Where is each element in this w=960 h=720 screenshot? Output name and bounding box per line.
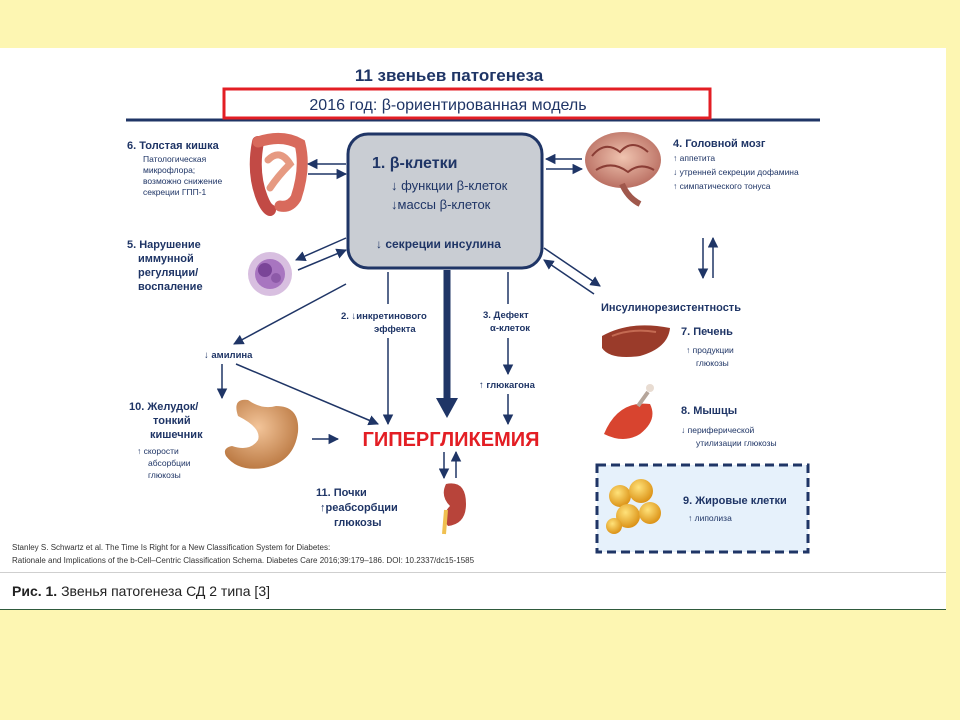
immune-line1: 5. Нарушение: [127, 239, 201, 251]
incretin-line2: эффекта: [374, 324, 416, 335]
immune-line4: воспаление: [138, 281, 203, 293]
hyperglycemia-label: ГИПЕРГЛИКЕМИЯ: [363, 429, 540, 451]
beta-cells-line3: ↓ секреции инсулина: [376, 237, 501, 251]
diagram-subtitle: 2016 год: β-ориентированная модель: [309, 97, 586, 114]
stomach-icon: [224, 399, 299, 469]
brain-line3: ↑ симпатического тонуса: [673, 181, 771, 191]
fat-cells-icon: [606, 479, 661, 534]
liver-line1: ↑ продукции: [686, 345, 734, 355]
muscle-line2: утилизации глюкозы: [696, 438, 777, 448]
immune-line3: регуляции/: [138, 267, 198, 279]
kidney-line1: 11. Почки: [316, 487, 367, 499]
stomach-detail2: абсорбции: [148, 458, 191, 468]
caption-text: Звенья патогенеза СД 2 типа [3]: [57, 583, 270, 599]
beta-cells-box: [346, 132, 544, 270]
muscle-icon: [604, 384, 654, 439]
fat-heading: 9. Жировые клетки: [683, 495, 787, 507]
kidney-line2: ↑реабсорбции: [320, 502, 398, 514]
liver-line2: глюкозы: [696, 358, 729, 368]
muscle-heading: 8. Мышцы: [681, 405, 737, 417]
amylin-label: ↓ амилина: [204, 350, 253, 361]
brain-line1: ↑ аппетита: [673, 153, 715, 163]
citation-line1: Stanley S. Schwartz et al. The Time Is R…: [12, 543, 330, 552]
insulin-resistance-label: Инсулинорезистентность: [601, 302, 741, 314]
kidney-line3: глюкозы: [334, 517, 382, 529]
colon-line1: Патологическая: [143, 154, 207, 164]
subtitle-frame: [222, 87, 712, 120]
figure-caption: Рис. 1. Звенья патогенеза СД 2 типа [3]: [12, 583, 270, 599]
stomach-line3: кишечник: [150, 429, 203, 441]
alpha-line1: 3. Дефект: [483, 310, 529, 321]
alpha-line2: α-клеток: [490, 323, 530, 334]
colon-heading: 6. Толстая кишка: [127, 140, 220, 152]
brain-line2: ↓ утренней секреции дофамина: [673, 167, 799, 177]
muscle-line1: ↓ периферической: [681, 425, 755, 435]
glucagon-label: ↑ глюкагона: [479, 380, 536, 391]
incretin-line1: 2. ↓инкретинового: [341, 311, 427, 322]
beta-cells-heading: 1. β-клетки: [372, 155, 457, 172]
main-down-arrowhead: [436, 398, 458, 418]
kidney-icon: [442, 483, 466, 535]
stomach-detail3: глюкозы: [148, 470, 181, 480]
diagram-canvas: 11 звеньев патогенеза 2016 год: β-ориент…: [12, 66, 820, 565]
colon-line3: возможно снижение: [143, 176, 222, 186]
brain-heading: 4. Головной мозг: [673, 138, 766, 150]
colon-line2: микрофлора;: [143, 165, 195, 175]
liver-heading: 7. Печень: [681, 326, 733, 338]
diagram-title: 11 звеньев патогенеза: [355, 66, 544, 85]
pathogenesis-figure: 11 звеньев патогенеза 2016 год: β-ориент…: [0, 48, 946, 608]
brain-icon: [585, 132, 661, 207]
beta-cells-line1: ↓ функции β-клеток: [391, 178, 508, 193]
fat-line: ↑ липолиза: [688, 513, 732, 523]
caption-bar: Рис. 1. Звенья патогенеза СД 2 типа [3]: [0, 572, 946, 610]
colon-icon: [249, 133, 308, 216]
stomach-line2: тонкий: [153, 415, 191, 427]
colon-line4: секреции ГПП-1: [143, 187, 207, 197]
stomach-line1: 10. Желудок/: [129, 401, 198, 413]
stomach-detail1: ↑ скорости: [137, 446, 179, 456]
liver-icon: [602, 325, 670, 357]
beta-cells-line2: ↓массы β-клеток: [391, 197, 491, 212]
immune-cell-icon: [248, 252, 292, 296]
caption-label: Рис. 1.: [12, 583, 58, 599]
citation-line2: Rationale and Implications of the b-Cell…: [12, 556, 475, 565]
immune-line2: иммунной: [138, 253, 194, 265]
